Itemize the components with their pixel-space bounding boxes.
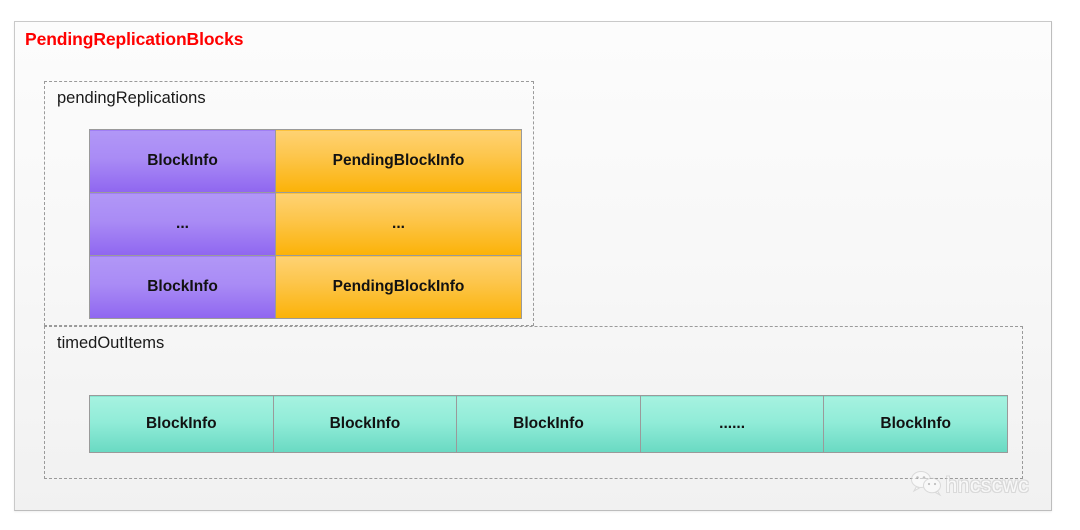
- cell-block-info: BlockInfo: [272, 395, 458, 453]
- cell-block-info-ellipsis: ...: [89, 192, 276, 256]
- cell-block-info: BlockInfo: [456, 395, 641, 453]
- group-timed-out-items: timedOutItems BlockInfo BlockInfo BlockI…: [44, 326, 1023, 479]
- pending-replications-table: BlockInfo PendingBlockInfo ... ... Block…: [89, 129, 522, 319]
- group-label-pending-replications: pendingReplications: [57, 89, 206, 107]
- page-title: PendingReplicationBlocks: [25, 29, 244, 49]
- cell-block-info: BlockInfo: [89, 395, 274, 453]
- cell-block-info: BlockInfo: [823, 395, 1008, 453]
- group-pending-replications: pendingReplications BlockInfo PendingBlo…: [44, 81, 534, 326]
- table-row: ... ...: [89, 192, 522, 256]
- cell-block-info-ellipsis: ......: [639, 395, 825, 453]
- cell-block-info: BlockInfo: [89, 255, 276, 319]
- cell-block-info: BlockInfo: [89, 129, 276, 193]
- cell-pending-block-info: PendingBlockInfo: [275, 129, 522, 193]
- timed-out-items-table: BlockInfo BlockInfo BlockInfo ...... Blo…: [89, 395, 1008, 453]
- cell-pending-block-info: PendingBlockInfo: [275, 255, 522, 319]
- cell-pending-block-info-ellipsis: ...: [275, 192, 522, 256]
- table-row: BlockInfo PendingBlockInfo: [89, 129, 522, 193]
- pending-replication-blocks-container: PendingReplicationBlocks pendingReplicat…: [14, 21, 1052, 511]
- table-row: BlockInfo PendingBlockInfo: [89, 255, 522, 319]
- table-row: BlockInfo BlockInfo BlockInfo ...... Blo…: [89, 395, 1008, 453]
- group-label-timed-out-items: timedOutItems: [57, 334, 165, 352]
